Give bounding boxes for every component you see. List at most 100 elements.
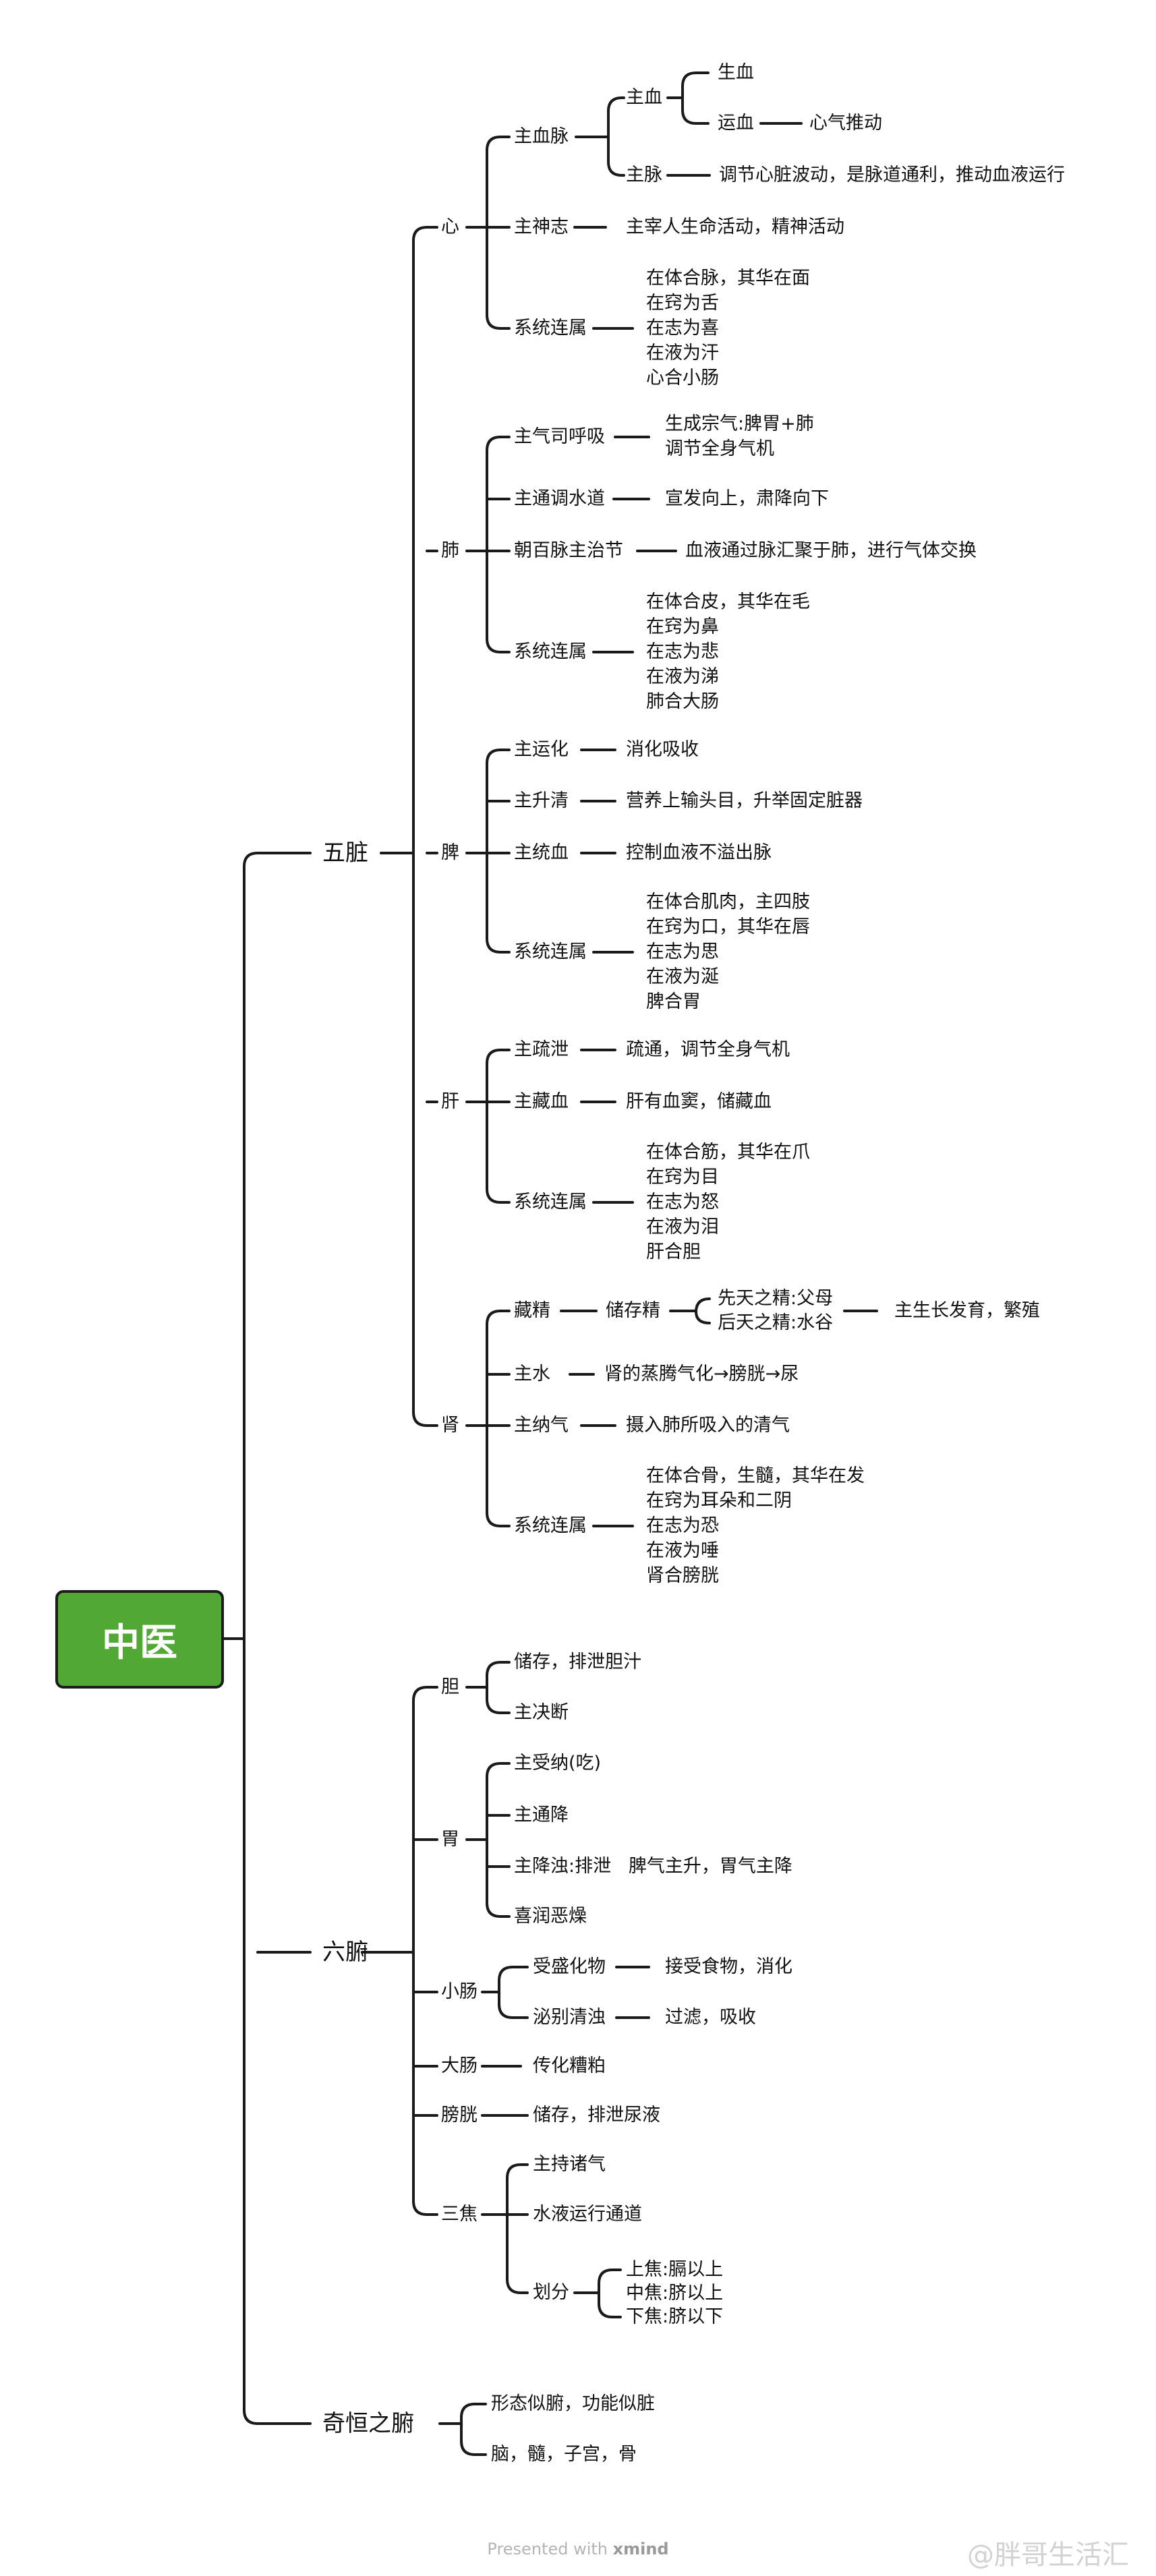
stomach-item[interactable]: 主通降 — [514, 1805, 569, 1825]
lung-chaobai[interactable]: 朝百脉主治节 — [514, 540, 623, 561]
heart-xitong-line: 在志为喜 — [646, 318, 719, 339]
liver-cangxue[interactable]: 主藏血 — [514, 1091, 569, 1112]
lung-zhuqi-line: 调节全身气机 — [665, 438, 774, 459]
lung-xitong-line: 肺合大肠 — [646, 691, 719, 712]
heart-yunxue[interactable]: 运血 — [718, 113, 754, 134]
lung-tiaoshui-desc[interactable]: 宣发向上，肃降向下 — [665, 488, 829, 509]
liver-shuxie-desc[interactable]: 疏通，调节全身气机 — [626, 1039, 790, 1060]
spleen-shengqing-desc[interactable]: 营养上输头目，升举固定脏器 — [626, 790, 863, 811]
liver-cangxue-desc[interactable]: 肝有血窦，储藏血 — [626, 1091, 772, 1112]
heart-zhushenzhi[interactable]: 主神志 — [514, 216, 569, 237]
kidney-jing-line: 后天之精:水谷 — [718, 1312, 834, 1333]
sanjiao-huafen-line: 中焦:脐以上 — [626, 2283, 724, 2304]
bladder-desc[interactable]: 储存，排泄尿液 — [533, 2105, 660, 2126]
spleen-xitong-line: 脾合胃 — [646, 991, 701, 1012]
heart-shengxue[interactable]: 生血 — [718, 62, 754, 83]
lung-xitong-line: 在窍为鼻 — [646, 616, 719, 637]
qiheng-item[interactable]: 形态似腑，功能似脏 — [491, 2393, 655, 2414]
heart-zhushenzhi-desc[interactable]: 主宰人生命活动，精神活动 — [626, 216, 844, 237]
liver-xitong-line: 在体合筋，其华在爪 — [646, 1142, 810, 1163]
liver-xitong-line: 肝合胆 — [646, 1241, 701, 1262]
kidney-cangjing[interactable]: 藏精 — [514, 1300, 550, 1321]
large-intestine-desc[interactable]: 传化糟粕 — [533, 2055, 606, 2076]
kidney-zhushui[interactable]: 主水 — [514, 1364, 550, 1384]
group-qiheng[interactable]: 奇恒之腑 — [322, 2410, 414, 2437]
organ-kidney[interactable]: 肾 — [441, 1415, 459, 1436]
liver-xitong-line: 在窍为目 — [646, 1167, 719, 1188]
organ-large-intestine[interactable]: 大肠 — [441, 2055, 478, 2076]
kidney-naqi[interactable]: 主纳气 — [514, 1415, 569, 1436]
kidney-jing-line: 先天之精:父母 — [718, 1288, 834, 1309]
sanjiao-huafen[interactable]: 划分 — [533, 2282, 569, 2303]
lung-xitong[interactable]: 系统连属 — [514, 641, 587, 662]
footer-credit: Presented with xmind — [0, 2540, 1156, 2558]
organ-gallbladder[interactable]: 胆 — [441, 1676, 459, 1697]
sanjiao-item[interactable]: 水液运行通道 — [533, 2204, 642, 2225]
organ-lung[interactable]: 肺 — [441, 540, 459, 561]
lung-zhuqi-line: 生成宗气:脾胃+肺 — [665, 413, 814, 434]
group-liufu[interactable]: 六腑 — [322, 1939, 368, 1966]
sanjiao-item[interactable]: 主持诸气 — [533, 2154, 606, 2175]
heart-xitong-line: 在液为汗 — [646, 343, 719, 363]
root-node[interactable]: 中医 — [55, 1590, 224, 1689]
stomach-item[interactable]: 主降浊:排泄 脾气主升，胃气主降 — [514, 1856, 792, 1877]
spleen-xitong-line: 在液为涎 — [646, 966, 719, 987]
lung-xitong-line: 在体合皮，其华在毛 — [646, 591, 810, 612]
liver-xitong-line: 在志为怒 — [646, 1192, 719, 1212]
qiheng-item[interactable]: 脑，髓，子宫，骨 — [491, 2444, 637, 2465]
sanjiao-huafen-line: 上焦:膈以上 — [626, 2259, 724, 2280]
kidney-xitong-line: 在体合骨，生髓，其华在发 — [646, 1465, 865, 1486]
footer-prefix: Presented with — [487, 2540, 613, 2558]
root-label: 中医 — [102, 1620, 177, 1665]
spleen-yunhua[interactable]: 主运化 — [514, 739, 569, 760]
spleen-yunhua-desc[interactable]: 消化吸收 — [626, 739, 699, 760]
lung-zhuqi[interactable]: 主气司呼吸 — [514, 426, 605, 447]
stomach-item[interactable]: 喜润恶燥 — [514, 1906, 587, 1927]
spleen-shengqing[interactable]: 主升清 — [514, 790, 569, 811]
gallbladder-item[interactable]: 储存，排泄胆汁 — [514, 1651, 641, 1672]
organ-liver[interactable]: 肝 — [441, 1091, 459, 1112]
spleen-xitong-line: 在窍为口，其华在唇 — [646, 916, 810, 937]
organ-sanjiao[interactable]: 三焦 — [441, 2204, 478, 2225]
small-intestine-shousheng-desc[interactable]: 接受食物，消化 — [665, 1956, 792, 1977]
liver-xitong[interactable]: 系统连属 — [514, 1192, 587, 1212]
spleen-xitong[interactable]: 系统连属 — [514, 941, 587, 962]
heart-zhumai[interactable]: 主脉 — [626, 165, 662, 185]
kidney-jing-result[interactable]: 主生长发育，繁殖 — [894, 1300, 1040, 1321]
xmind-logo: xmind — [612, 2540, 669, 2558]
liver-xitong-line: 在液为泪 — [646, 1217, 719, 1237]
heart-xitong-line: 在体合脉，其华在面 — [646, 268, 810, 289]
small-intestine-mibie[interactable]: 泌别清浊 — [533, 2007, 606, 2028]
sanjiao-huafen-line: 下焦:脐以下 — [626, 2306, 724, 2327]
watermark: @胖哥生活汇 — [967, 2540, 1129, 2571]
lung-chaobai-desc[interactable]: 血液通过脉汇聚于肺，进行气体交换 — [685, 540, 977, 561]
organ-spleen[interactable]: 脾 — [441, 842, 459, 863]
lung-tiaoshui[interactable]: 主通调水道 — [514, 488, 605, 509]
heart-xitong-line: 在窍为舌 — [646, 293, 719, 314]
stomach-item[interactable]: 主受纳(吃) — [514, 1753, 602, 1774]
organ-heart[interactable]: 心 — [441, 216, 459, 237]
kidney-chucunjing[interactable]: 储存精 — [606, 1300, 660, 1321]
group-wuzang[interactable]: 五脏 — [322, 840, 368, 867]
heart-xinqituidong[interactable]: 心气推动 — [809, 113, 882, 134]
gallbladder-item[interactable]: 主决断 — [514, 1702, 569, 1723]
organ-bladder[interactable]: 膀胱 — [441, 2105, 478, 2126]
spleen-tongxue-desc[interactable]: 控制血液不溢出脉 — [626, 842, 772, 863]
small-intestine-shousheng[interactable]: 受盛化物 — [533, 1956, 606, 1977]
lung-xitong-line: 在志为悲 — [646, 641, 719, 662]
spleen-tongxue[interactable]: 主统血 — [514, 842, 569, 863]
kidney-zhushui-desc[interactable]: 肾的蒸腾气化→膀胱→尿 — [604, 1364, 799, 1384]
organ-stomach[interactable]: 胃 — [441, 1829, 459, 1850]
heart-zhuxue[interactable]: 主血 — [626, 87, 662, 108]
liver-shuxie[interactable]: 主疏泄 — [514, 1039, 569, 1060]
heart-zhumai-desc[interactable]: 调节心脏波动，是脉道通利，推动血液运行 — [719, 165, 1065, 185]
heart-xitong[interactable]: 系统连属 — [514, 318, 587, 339]
small-intestine-mibie-desc[interactable]: 过滤，吸收 — [665, 2007, 756, 2028]
kidney-naqi-desc[interactable]: 摄入肺所吸入的清气 — [626, 1415, 790, 1436]
organ-small-intestine[interactable]: 小肠 — [441, 1981, 478, 2002]
kidney-xitong-line: 在液为唾 — [646, 1540, 719, 1561]
kidney-xitong[interactable]: 系统连属 — [514, 1515, 587, 1536]
spleen-xitong-line: 在志为思 — [646, 941, 719, 962]
heart-zhuxuemai[interactable]: 主血脉 — [514, 126, 569, 147]
